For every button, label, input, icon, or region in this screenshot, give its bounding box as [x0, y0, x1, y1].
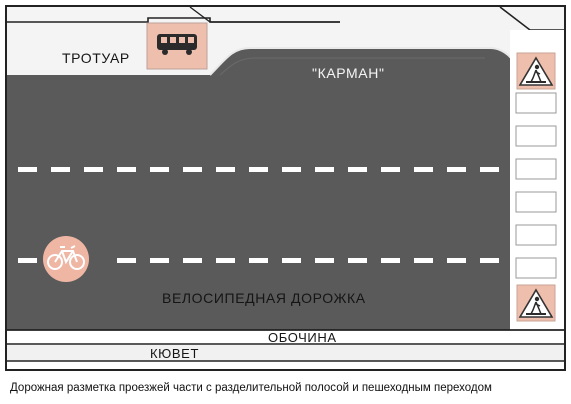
lane-dash: [216, 258, 235, 263]
bicycle-icon: [47, 245, 85, 270]
lane-dash: [447, 258, 466, 263]
lane-dash: [117, 167, 136, 172]
lane-dash: [381, 258, 400, 263]
lane-dash: [249, 258, 268, 263]
sidewalk-curve: [189, 6, 340, 23]
bike-lane-label: ВЕЛОСИПЕДНАЯ ДОРОЖКА: [162, 290, 366, 306]
lane-dash: [183, 258, 202, 263]
crosswalk-stripe: [515, 125, 557, 147]
lane-dash: [150, 258, 169, 263]
lane-dash: [84, 167, 103, 172]
lane-dash: [282, 258, 301, 263]
lane-dash: [150, 167, 169, 172]
lane-dash: [249, 167, 268, 172]
crosswalk-sign-top: [516, 52, 556, 90]
pedestrian-crossing-icon: [526, 64, 546, 83]
lane-dash: [315, 167, 334, 172]
lane-dash: [348, 167, 367, 172]
lane-dash: [117, 258, 136, 263]
pocket-inner-curve: [219, 57, 485, 76]
sidewalk-label: ТРОТУАР: [62, 50, 130, 66]
ditch-label: КЮВЕТ: [150, 346, 199, 361]
lane-dash: [447, 167, 466, 172]
crosswalk-stripe: [515, 224, 557, 246]
crosswalk-stripe: [515, 92, 557, 114]
bus-icon: [157, 34, 197, 55]
lane-dash: [18, 258, 37, 263]
crosswalk-stripe: [515, 257, 557, 279]
lane-dash: [51, 167, 70, 172]
lane-divider-lower: [18, 258, 499, 263]
lane-dash: [381, 167, 400, 172]
lane-dash: [480, 258, 499, 263]
pocket-label: "КАРМАН": [312, 65, 385, 81]
bicycle-symbol: [43, 236, 89, 282]
figure-caption: Дорожная разметка проезжей части с разде…: [10, 382, 492, 394]
lane-dash: [348, 258, 367, 263]
lane-dash: [480, 167, 499, 172]
lane-divider-upper: [18, 167, 499, 172]
crosswalk: [515, 92, 557, 279]
lane-dash: [18, 167, 37, 172]
crosswalk-stripe: [515, 191, 557, 213]
shoulder-label: ОБОЧИНА: [268, 330, 337, 345]
lane-dash: [414, 258, 433, 263]
pedestrian-crossing-icon: [526, 296, 546, 315]
crosswalk-sign-bottom: [516, 284, 556, 322]
ditch-area: [7, 345, 564, 361]
crosswalk-stripe: [515, 158, 557, 180]
shoulder-area: [7, 330, 564, 344]
lane-dash: [183, 167, 202, 172]
lane-dash: [282, 167, 301, 172]
lane-dash: [315, 258, 334, 263]
bus-stop-sign: [146, 22, 208, 70]
lane-dash: [414, 167, 433, 172]
lane-dash: [216, 167, 235, 172]
road-surface: [7, 48, 522, 330]
